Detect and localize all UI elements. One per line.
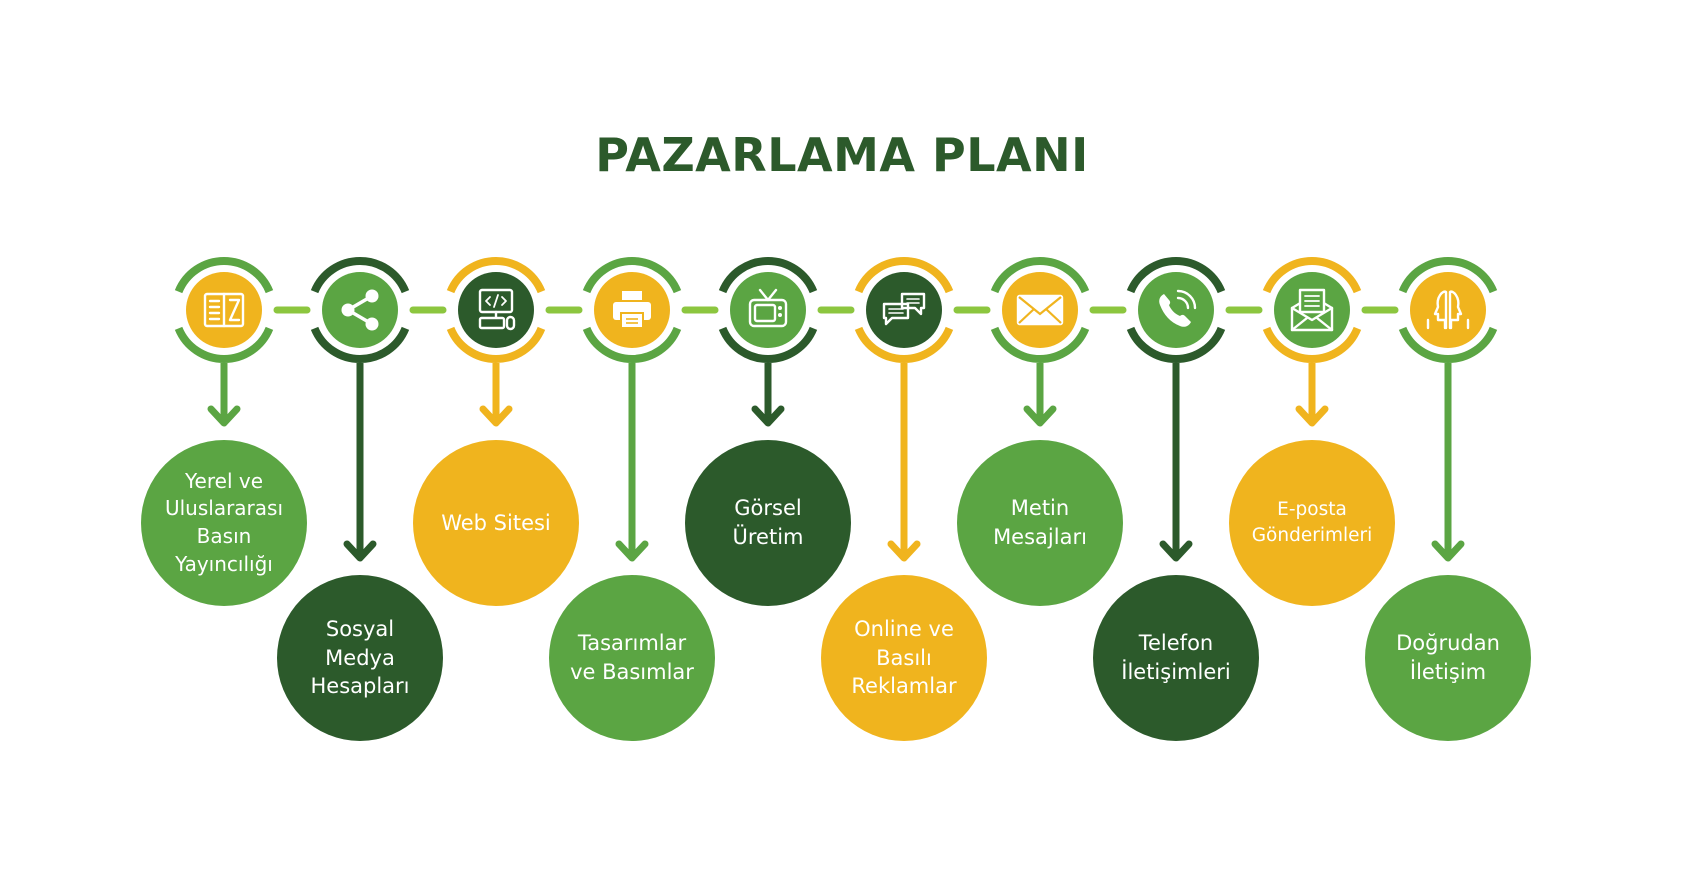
step-bubble: [413, 440, 579, 606]
step-ring: [582, 257, 682, 363]
step-ring: [1398, 257, 1498, 363]
step-bubble: [685, 440, 851, 606]
step-node: [1365, 257, 1531, 741]
step-bubble: [821, 575, 987, 741]
step-node: [1229, 257, 1395, 606]
step-node: [957, 257, 1123, 606]
step-node: [821, 257, 987, 741]
step-node: [685, 257, 851, 606]
step-ring: [446, 257, 546, 363]
step-label: Doğrudan İletişim: [1396, 631, 1500, 684]
step-arrow-head: [751, 405, 785, 427]
step-arrow-head: [1159, 540, 1193, 562]
email-letter-icon: [1290, 288, 1334, 332]
step-label: Web Sitesi: [441, 510, 551, 535]
step-ring: [310, 257, 410, 363]
step-icon-circle: [1410, 272, 1486, 348]
two-heads-icon: [1426, 290, 1470, 330]
tv-icon: [748, 288, 788, 328]
step-label: Online ve Basılı Reklamlar: [851, 616, 957, 699]
book-icon: [203, 292, 245, 328]
step-label: Görsel Üretim: [732, 496, 804, 549]
step-ring: [1126, 257, 1226, 363]
step-node: [277, 257, 443, 741]
step-node: [1093, 257, 1259, 741]
step-icon-circle: [1138, 272, 1214, 348]
step-arrow-head: [1023, 405, 1057, 427]
printer-icon: [613, 291, 651, 329]
step-icon-circle: [866, 272, 942, 348]
step-arrow-head: [207, 405, 241, 427]
step-arrow-head: [1295, 405, 1329, 427]
step-ring: [1262, 257, 1362, 363]
chat-bubbles-icon: [882, 292, 926, 326]
step-icon-circle: [458, 272, 534, 348]
step-label: Telefon İletişimleri: [1121, 631, 1231, 684]
step-arrow-head: [343, 540, 377, 562]
step-ring: [174, 257, 274, 363]
step-ring: [854, 257, 954, 363]
step-ring: [718, 257, 818, 363]
step-node: [413, 257, 579, 606]
step-label: Tasarımlar ve Basımlar: [570, 631, 694, 684]
step-ring: [990, 257, 1090, 363]
step-label: Yerel ve Uluslararası Basın Yayıncılığı: [164, 468, 284, 576]
step-arrow-head: [887, 540, 921, 562]
step-icon-circle: [730, 272, 806, 348]
step-bubble: [549, 575, 715, 741]
step-arrow-head: [615, 540, 649, 562]
step-bubble: [1093, 575, 1259, 741]
step-bubble: [957, 440, 1123, 606]
step-bubble: [277, 575, 443, 741]
share-icon: [341, 289, 379, 331]
step-bubble: [1365, 575, 1531, 741]
steps-layer: [141, 257, 1531, 741]
computer-code-icon: [478, 288, 516, 331]
step-icon-circle: [322, 272, 398, 348]
step-label: Sosyal Medya Hesapları: [310, 616, 410, 699]
step-node: [141, 257, 307, 606]
step-bubble: [1229, 440, 1395, 606]
page-title: PAZARLAMA PLANI: [595, 128, 1089, 182]
step-bubble: [141, 440, 307, 606]
step-label: E-posta Gönderimleri: [1251, 499, 1373, 546]
envelope-icon: [1016, 294, 1064, 326]
step-arrow-head: [479, 405, 513, 427]
step-label: Metin Mesajları: [993, 496, 1087, 549]
step-node: [549, 257, 715, 741]
phone-icon: [1159, 289, 1197, 327]
step-arrow-head: [1431, 540, 1465, 562]
